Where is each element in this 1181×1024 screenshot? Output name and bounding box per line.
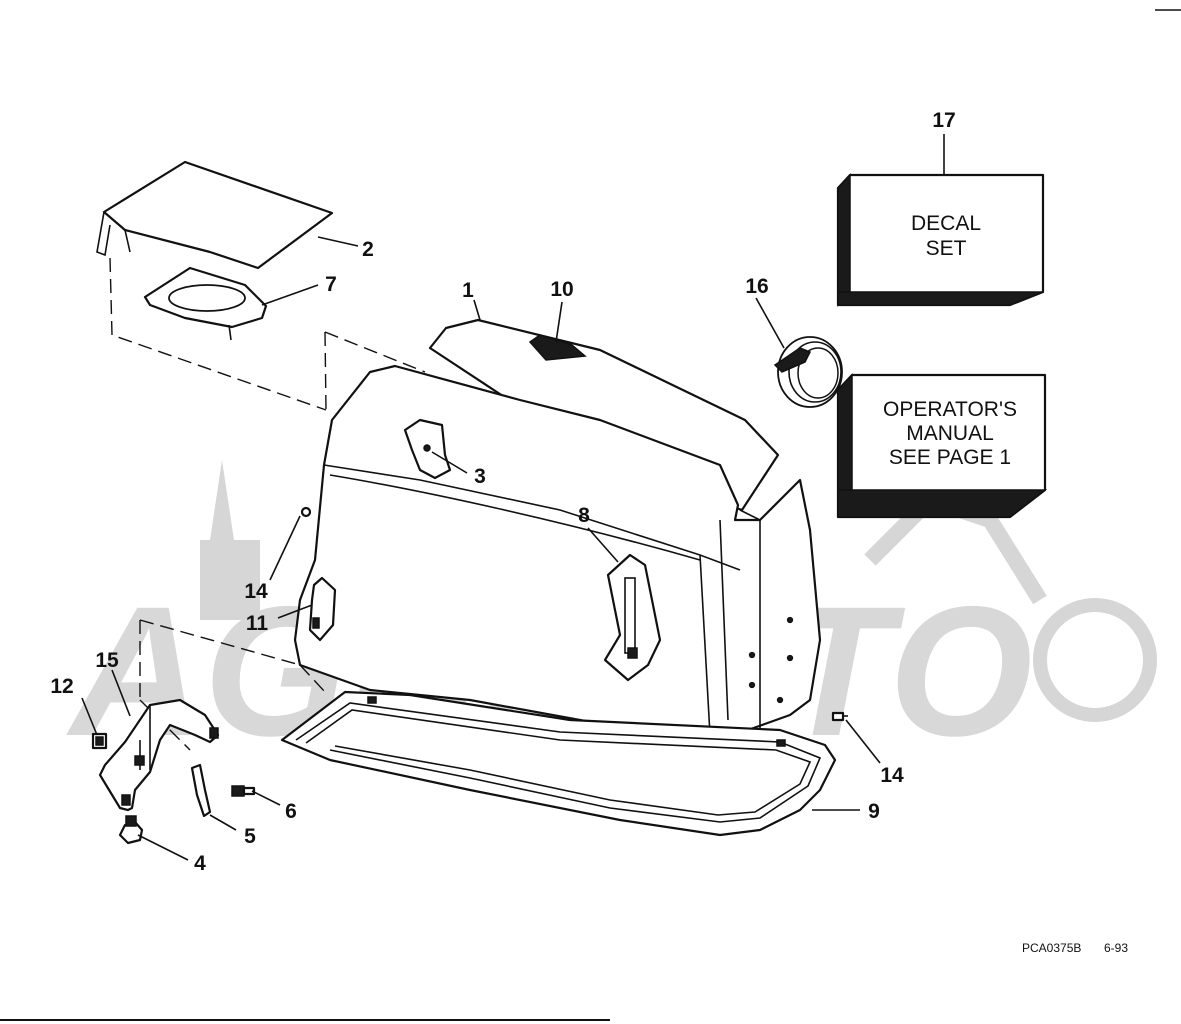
callout-3: 3 [474, 465, 486, 488]
callout-8: 8 [578, 504, 590, 527]
part-2-top-cover [96, 160, 334, 270]
part-14-screw-left [300, 506, 312, 518]
callouts: 17 2 7 1 10 16 3 8 14 11 15 12 6 5 4 14 … [50, 109, 955, 875]
leader-lines [81, 134, 945, 861]
callout-16: 16 [745, 275, 768, 298]
callout-4: 4 [194, 852, 206, 875]
part-7-gasket [143, 266, 268, 341]
manual-line1: OPERATOR'S [883, 398, 1017, 421]
part-16-lanyard [773, 336, 843, 408]
callout-15: 15 [95, 649, 119, 672]
callout-12: 12 [50, 675, 73, 698]
part-9-seal [280, 690, 837, 837]
manual-line2: MANUAL [906, 422, 994, 445]
part-5-clip [190, 763, 212, 818]
part-6-screw [231, 785, 256, 797]
part-8-latch [603, 553, 662, 682]
operators-manual-box: OPERATOR'S MANUAL SEE PAGE 1 [836, 373, 1048, 519]
footer-code: PCA0375B 6-93 [1022, 941, 1128, 955]
part-4-grommet [118, 815, 144, 845]
callout-2: 2 [362, 238, 374, 261]
decal-set-line1: DECAL [911, 212, 981, 235]
callout-1: 1 [462, 279, 474, 302]
callout-14-right: 14 [880, 764, 904, 787]
part-11-latch [308, 576, 337, 642]
decal-set-line2: SET [926, 237, 967, 260]
footer-part-code: PCA0375B [1022, 941, 1081, 955]
part-14-screw-right [831, 711, 848, 722]
part-12-nut [91, 732, 108, 750]
part-1-engine-cover [293, 318, 822, 742]
part-3-plate [403, 418, 452, 480]
callout-10: 10 [550, 278, 573, 301]
callout-7: 7 [325, 273, 337, 296]
part-10-vent [528, 334, 587, 361]
manual-line3: SEE PAGE 1 [889, 446, 1011, 469]
callout-14-left: 14 [244, 580, 268, 603]
callout-11: 11 [246, 612, 269, 635]
footer-date: 6-93 [1104, 941, 1128, 955]
callout-17: 17 [932, 109, 955, 132]
callout-6: 6 [285, 800, 297, 823]
callout-9: 9 [868, 800, 880, 823]
decal-set-box: DECAL SET [836, 173, 1045, 307]
callout-5: 5 [244, 825, 256, 848]
part-15-bracket [98, 698, 220, 812]
